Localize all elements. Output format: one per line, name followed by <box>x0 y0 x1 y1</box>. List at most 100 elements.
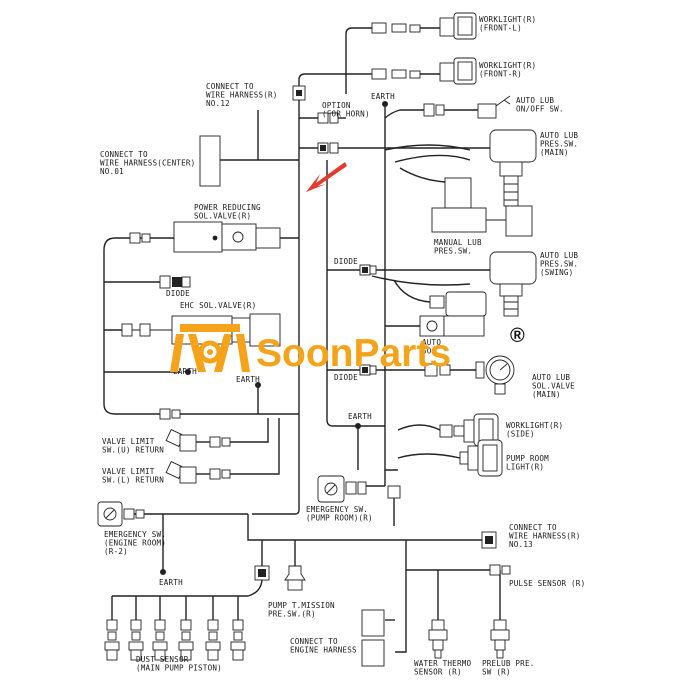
label-line: (R-2) <box>104 547 128 556</box>
connector-wh12-icon <box>292 85 306 101</box>
label-line: PUMP T.MISSION <box>268 601 335 610</box>
dust-sensor-icon <box>128 619 144 661</box>
label-line: PRES.SW. <box>434 247 472 256</box>
label-line: (FRONT-R) <box>479 70 522 79</box>
label-line: DIODE <box>166 289 190 298</box>
label-line: WORKLIGHT(R) <box>506 421 563 430</box>
connector-wh13-icon <box>481 531 497 549</box>
dust-sensor-icon <box>205 619 221 661</box>
earth-left-icon <box>185 369 191 375</box>
earth-top-icon <box>382 101 388 107</box>
label-line: EHC SOL.VALVE(R) <box>180 301 256 310</box>
emergency-switch-pump-room-icon <box>317 475 401 503</box>
label-line: EARTH <box>173 367 197 376</box>
worklight-side-icon <box>439 413 499 447</box>
label-line: PULSE SENSOR (R) <box>509 579 585 588</box>
diagram-labels: WORKLIGHT(R)(FRONT-L)WORKLIGHT(R)(FRONT-… <box>100 15 585 677</box>
brand-name: SoonParts <box>256 332 451 375</box>
label-line: POWER REDUCING <box>194 203 261 212</box>
label-line: WIRE HARNESS(CENTER) <box>100 159 195 168</box>
diode-left-icon <box>159 275 191 289</box>
worklight-front-r-icon <box>371 57 477 85</box>
label-line: EARTH <box>236 375 260 384</box>
dust-sensor-array-icon <box>104 619 246 661</box>
label-line: EMERGENCY SW. <box>306 505 368 514</box>
label-emergency-pump: EMERGENCY SW.(PUMP ROOM)(R) <box>306 505 373 523</box>
label-line: AUTO <box>422 338 441 347</box>
earth-right-icon <box>355 423 361 429</box>
brand-registered-mark: ® <box>510 325 525 347</box>
power-reducing-sol-valve-icon <box>129 221 281 253</box>
dust-sensor-icon <box>178 619 194 661</box>
pulse-sensor-icon <box>489 564 511 576</box>
label-line: EMERGENCY SW. <box>104 530 166 539</box>
label-line: PRE.SW.(R) <box>268 610 316 619</box>
auto-lub-pres-switch-main-icon <box>489 129 537 237</box>
label-line: WATER THERMO <box>414 659 471 668</box>
dust-sensor-icon <box>104 619 120 661</box>
pointer-arrow-icon <box>306 162 347 192</box>
label-line: (MAIN) <box>532 390 561 399</box>
label-line: (FOR HORN) <box>322 110 370 119</box>
valve-limit-switch-u-icon <box>165 429 231 452</box>
label-line: SW.(U) RETURN <box>102 446 164 455</box>
pump-room-light-icon <box>459 439 503 477</box>
label-line: EARTH <box>159 578 183 587</box>
label-line: (PUMP ROOM)(R) <box>306 514 373 523</box>
label-line: CONNECT TO <box>100 150 148 159</box>
earth-mid-icon <box>255 382 261 388</box>
label-diode-top: DIODE <box>334 257 358 266</box>
label-ehc-valve: EHC SOL.VALVE(R) <box>180 301 256 310</box>
worklight-front-l-icon <box>371 12 477 40</box>
label-line: PRES.SW. <box>540 140 578 149</box>
earth-bottom-icon <box>160 569 166 575</box>
label-line: EARTH <box>371 92 395 101</box>
label-earth-top: EARTH <box>371 92 395 101</box>
manual-lub-pres-switch-icon <box>431 177 506 233</box>
label-worklight-front-l: WORKLIGHT(R)(FRONT-L) <box>479 15 536 33</box>
auto-lub-onoff-switch-icon <box>423 95 511 119</box>
label-line: MANUAL LUB <box>434 238 482 247</box>
label-line: NO.12 <box>206 99 230 108</box>
diode-lower-icon <box>359 364 377 376</box>
label-line: SW.(L) RETURN <box>102 476 164 485</box>
engine-harness-connector-icon <box>361 609 385 667</box>
label-line: DUST SENSOR <box>136 655 189 664</box>
label-earth-mid: EARTH <box>236 375 260 384</box>
emergency-switch-engine-room-icon <box>97 501 145 527</box>
label-line: AUTO LUB <box>532 373 570 382</box>
label-line: SW (R) <box>482 668 511 677</box>
label-line: (MAIN PUMP PISTON) <box>136 664 222 673</box>
label-line: NO.01 <box>100 167 124 176</box>
label-line: SOL.VALVE(R) <box>194 212 251 221</box>
label-line: WORKLIGHT(R) <box>479 61 536 70</box>
diode-top-icon <box>359 264 377 276</box>
label-line: (FRONT-L) <box>479 24 522 33</box>
label-earth-bottom: EARTH <box>159 578 183 587</box>
soonparts-watermark: SoonParts ® <box>170 324 525 375</box>
label-line: (MAIN) <box>540 148 569 157</box>
label-option-horn: OPTION(FOR HORN) <box>322 101 370 119</box>
label-line: SO <box>422 347 432 356</box>
label-line: LIGHT(R) <box>506 463 544 472</box>
pump-tmission-pre-switch-icon <box>254 565 306 591</box>
label-line: SOL.VALVE <box>532 382 575 391</box>
label-line: CONNECT TO <box>509 523 557 532</box>
soonparts-logo-icon <box>170 324 250 372</box>
label-diode-left: DIODE <box>166 289 190 298</box>
label-diode-lower: DIODE <box>334 373 358 382</box>
label-line: (ENGINE ROOM) <box>104 539 166 548</box>
label-line: PUMP ROOM <box>506 454 549 463</box>
